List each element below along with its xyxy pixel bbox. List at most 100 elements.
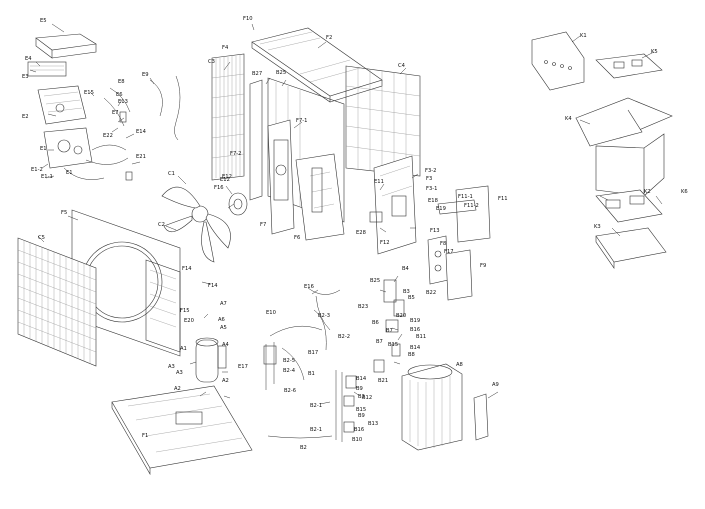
part-label: C1 [168, 171, 175, 177]
part-label: F4 [222, 45, 229, 51]
part-label: B25 [370, 278, 380, 284]
part-label: B7 [376, 339, 383, 345]
part-label: F16 [214, 185, 224, 191]
part-label: B2-1 [310, 427, 322, 433]
part-label: B25 [276, 70, 286, 76]
part-label: E22 [103, 133, 113, 139]
part-label: F13 [430, 228, 440, 234]
part-label: K3 [594, 224, 601, 230]
part-label: E18 [428, 198, 438, 204]
compressor [195, 337, 227, 383]
part-label: E20 [184, 318, 194, 324]
part-label: B7 [386, 328, 393, 334]
sound-pad [473, 393, 489, 441]
part-label: F7-2 [230, 151, 241, 157]
valve-mount [427, 235, 473, 301]
part-label: B9 [356, 386, 363, 392]
part-label: B6 [372, 320, 379, 326]
part-label: A2 [222, 378, 229, 384]
part-label: E12 [220, 177, 230, 183]
part-label: B19 [410, 318, 420, 324]
part-label: F7-1 [296, 118, 307, 124]
part-label: F2 [326, 35, 332, 41]
part-label: E16 [304, 284, 314, 290]
part-label: F3 [426, 176, 432, 182]
part-label: E21 [136, 154, 146, 160]
part-label: A1 [180, 346, 187, 352]
part-label: A5 [220, 325, 227, 331]
control-board [37, 85, 87, 125]
part-label: F6 [294, 235, 300, 241]
part-label: E8 [118, 79, 125, 85]
part-label: B16 [410, 327, 420, 333]
part-label: B17 [308, 350, 318, 356]
service-valve-cover [437, 185, 491, 243]
part-label: E1-2 [31, 167, 43, 173]
part-label: B5 [408, 295, 415, 301]
part-label: B4 [402, 266, 410, 272]
part-label: E12 [222, 174, 232, 180]
part-label: B2-4 [283, 368, 296, 374]
part-label: E13 [118, 99, 128, 105]
part-label: K4 [565, 116, 572, 122]
piping [263, 287, 343, 442]
sound-jacket [401, 363, 463, 451]
packing-pad-top [595, 53, 663, 79]
part-label: B15 [388, 342, 398, 348]
rear-grille [345, 65, 421, 177]
part-label: A3 [168, 364, 175, 370]
part-label: B2-6 [284, 388, 296, 394]
part-label: K6 [681, 189, 688, 195]
part-label: F12 [380, 240, 390, 246]
part-label: K5 [651, 49, 658, 55]
part-label: F14 [208, 283, 218, 289]
part-label: F14 [182, 266, 192, 272]
right-side-panel [369, 155, 417, 255]
part-label: B13 [368, 421, 378, 427]
base-pan [111, 385, 253, 476]
part-label: E14 [136, 129, 147, 135]
part-label: B23 [358, 304, 368, 310]
part-label: B16 [354, 427, 364, 433]
top-panel [251, 27, 383, 103]
part-label: K2 [644, 189, 651, 195]
part-label: B20 [396, 313, 406, 319]
part-label: F9 [480, 263, 486, 269]
part-label: B21 [378, 378, 388, 384]
part-label: B2-1 [310, 403, 322, 409]
part-label: F15 [180, 308, 190, 314]
part-label: F10 [243, 16, 253, 22]
part-label: B1 [308, 371, 315, 377]
part-label: B2-3 [318, 313, 330, 319]
part-label: B3 [358, 394, 365, 400]
part-label: B12 [362, 395, 372, 401]
part-label: B2-5 [283, 358, 295, 364]
part-label: E28 [356, 230, 366, 236]
part-label: B8 [408, 352, 415, 358]
part-label: E1 [66, 170, 73, 176]
part-label: K1 [580, 33, 587, 39]
part-label: E9 [142, 72, 149, 78]
part-label: F3-1 [426, 186, 437, 192]
fan-motor [228, 192, 248, 216]
part-label: B2-2 [338, 334, 350, 340]
packing-top [531, 31, 585, 91]
part-label: C3 [208, 59, 215, 65]
part-label: B14 [356, 376, 367, 382]
part-label: A9 [492, 382, 499, 388]
part-label: C4 [398, 63, 406, 69]
part-label: F8 [440, 241, 446, 247]
part-label: E4 [25, 56, 32, 62]
part-label: E5 [40, 18, 47, 24]
part-label: E7 [112, 110, 119, 116]
part-label: B10 [352, 437, 362, 443]
valves [343, 279, 405, 433]
part-label: F11-2 [464, 203, 479, 209]
heat-exchanger [211, 53, 245, 181]
part-label: F11 [498, 196, 508, 202]
part-label: E1 [40, 146, 47, 152]
part-label: A4 [222, 342, 230, 348]
packing-base [595, 227, 667, 269]
